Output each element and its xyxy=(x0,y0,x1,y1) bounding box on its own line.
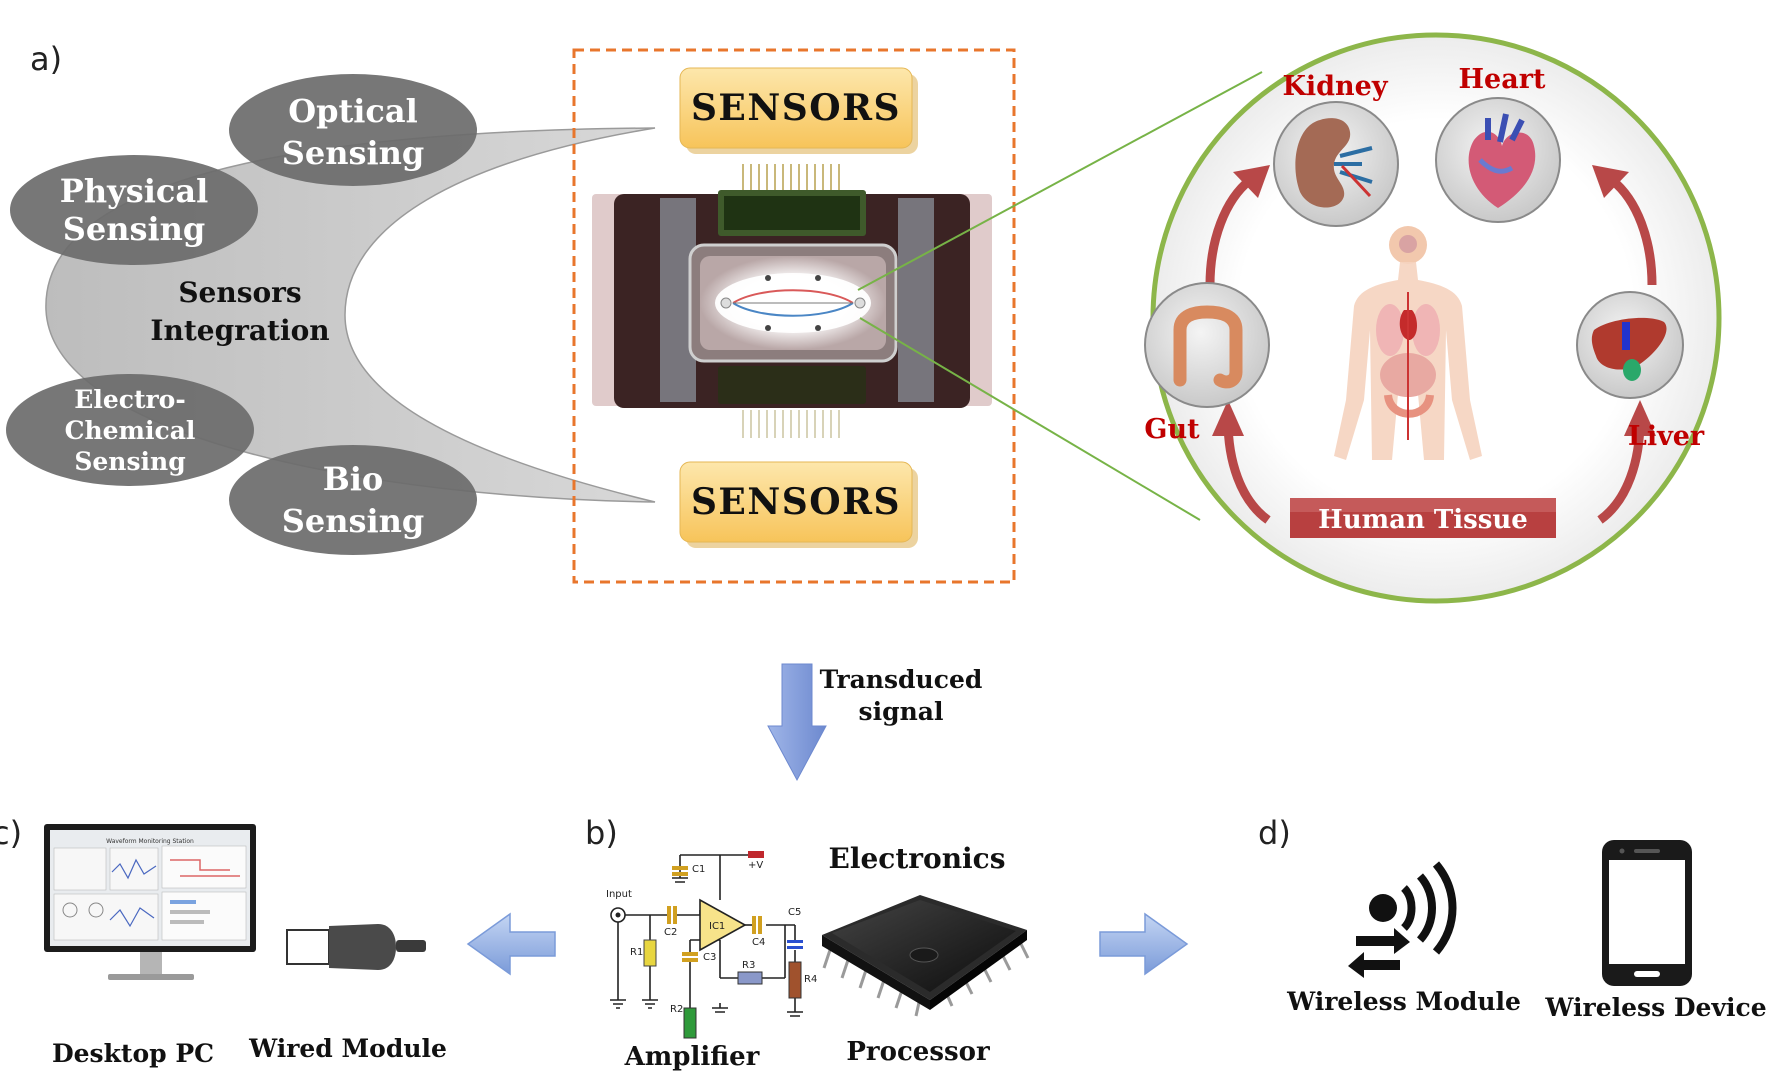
liver-node xyxy=(1576,291,1684,399)
human-tissue-label: Human Tissue xyxy=(1318,505,1528,535)
panel-label-d: d) xyxy=(1258,814,1291,852)
kidney-label: Kidney xyxy=(1282,71,1388,102)
op-amp-icon xyxy=(699,898,747,952)
sensors-integration-line2: Integration xyxy=(150,314,329,347)
sensors-top-label: SENSORS xyxy=(691,87,901,129)
physical-line2: Sensing xyxy=(63,210,206,248)
electro-line1: Electro- xyxy=(74,385,185,414)
desktop-pc-label: Desktop PC xyxy=(52,1039,214,1068)
svg-text:C4: C4 xyxy=(752,937,765,948)
wired-module-label: Wired Module xyxy=(248,1034,447,1063)
heart-label: Heart xyxy=(1459,64,1546,95)
optical-line1: Optical xyxy=(288,92,418,130)
svg-text:Input: Input xyxy=(606,889,632,900)
gut-icon xyxy=(1173,305,1243,389)
svg-text:IC1: IC1 xyxy=(709,921,725,932)
zoom-line-bottom xyxy=(859,317,1201,521)
circuit-labels: Input C1 C2 C3 C4 C5 IC1 R1 R2 R3 R4 +V xyxy=(606,860,817,1015)
wireless-signal-icon xyxy=(1348,861,1457,978)
gut-label: Gut xyxy=(1144,414,1200,445)
sensors-box-bottom: SENSORS xyxy=(679,461,918,548)
sensors-box-top: SENSORS xyxy=(679,67,918,154)
human-tissue-bar: Human Tissue xyxy=(1290,498,1556,538)
optical-line2: Sensing xyxy=(282,134,425,172)
organ-on-chip-device xyxy=(592,164,992,438)
panel-label-c: c) xyxy=(0,814,22,852)
svg-text:C3: C3 xyxy=(703,952,716,963)
smartphone-icon xyxy=(1602,840,1692,986)
left-arrow xyxy=(466,912,556,976)
optical-sensing-bubble: Optical Sensing xyxy=(229,74,477,186)
desktop-pc-icon: Waveform Monitoring Station xyxy=(44,824,256,980)
svg-text:+V: +V xyxy=(748,860,763,871)
physical-sensing-bubble: Physical Sensing xyxy=(10,155,258,265)
wireless-module-label: Wireless Module xyxy=(1286,987,1521,1016)
svg-text:R3: R3 xyxy=(742,960,755,971)
gut-node xyxy=(1144,282,1270,408)
kidney-icon xyxy=(1295,118,1351,208)
electro-line2: Chemical xyxy=(65,416,196,445)
screen-title: Waveform Monitoring Station xyxy=(106,838,194,845)
usb-cable-icon xyxy=(286,924,426,970)
right-arrow xyxy=(1099,912,1189,976)
kidney-node xyxy=(1273,101,1399,227)
organ-chip-frame xyxy=(572,48,1016,584)
svg-text:C5: C5 xyxy=(788,907,801,918)
sensors-integration-line1: Sensors xyxy=(178,276,301,309)
bio-line1: Bio xyxy=(323,460,384,498)
svg-text:R2: R2 xyxy=(670,1004,683,1015)
bio-sensing-bubble: Bio Sensing xyxy=(229,445,477,555)
panel-label-a: a) xyxy=(30,40,62,78)
processor-chip-icon xyxy=(822,895,1030,1017)
processor-label: Processor xyxy=(846,1037,990,1067)
zoom-line-top xyxy=(857,71,1263,291)
liver-label: Liver xyxy=(1628,421,1705,452)
transduced-signal-arrow xyxy=(767,663,827,782)
transduced-line1: Transduced xyxy=(820,665,983,694)
electronics-title: Electronics xyxy=(828,842,1005,875)
physical-line1: Physical xyxy=(60,172,208,210)
svg-text:C1: C1 xyxy=(692,864,705,875)
panel-label-b: b) xyxy=(585,814,618,852)
organ-arrowheads xyxy=(1212,165,1656,436)
sensors-bottom-label: SENSORS xyxy=(691,481,901,523)
svg-text:C2: C2 xyxy=(664,927,677,938)
circuit-components xyxy=(615,851,803,1039)
svg-text:R1: R1 xyxy=(630,947,643,958)
bio-line2: Sensing xyxy=(282,502,425,540)
heart-node xyxy=(1435,97,1561,223)
electrochemical-sensing-bubble: Electro- Chemical Sensing xyxy=(6,374,254,486)
human-body-icon xyxy=(1334,226,1482,460)
amplifier-label: Amplifier xyxy=(624,1042,760,1072)
wireless-device-label: Wireless Device xyxy=(1544,993,1766,1022)
svg-text:R4: R4 xyxy=(804,974,817,985)
transduced-line2: signal xyxy=(859,697,944,726)
electro-line3: Sensing xyxy=(74,447,185,476)
